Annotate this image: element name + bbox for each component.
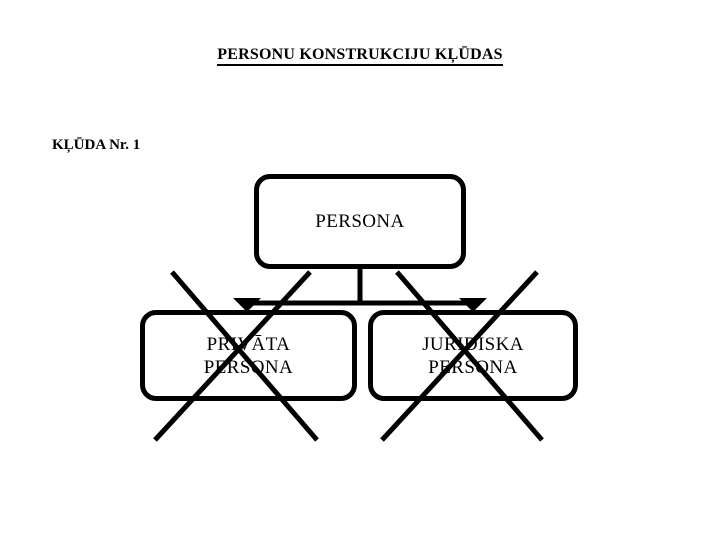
slide-subtitle: KĻŪDA Nr. 1 [52, 137, 141, 153]
node-persona-label: PERSONA [315, 211, 405, 232]
node-juridiska-persona-label-line2: PERSONA [428, 356, 518, 378]
node-privata-persona-label-line2: PERSONA [203, 356, 294, 378]
node-privata-persona-label-line1: PRIVĀTA [206, 333, 291, 355]
node-privata-persona[interactable]: PRIVĀTA PERSONA [140, 310, 357, 401]
node-persona[interactable]: PERSONA [254, 174, 466, 269]
node-juridiska-persona-label: JURIDISKA PERSONA [422, 333, 524, 379]
page-title: PERSONU KONSTRUKCIJU KĻŪDAS [0, 45, 720, 66]
page-title-text: PERSONU KONSTRUKCIJU KĻŪDAS [217, 46, 503, 66]
node-juridiska-persona[interactable]: JURIDISKA PERSONA [368, 310, 578, 401]
node-privata-persona-label: PRIVĀTA PERSONA [204, 333, 293, 379]
node-juridiska-persona-label-line1: JURIDISKA [422, 333, 524, 355]
